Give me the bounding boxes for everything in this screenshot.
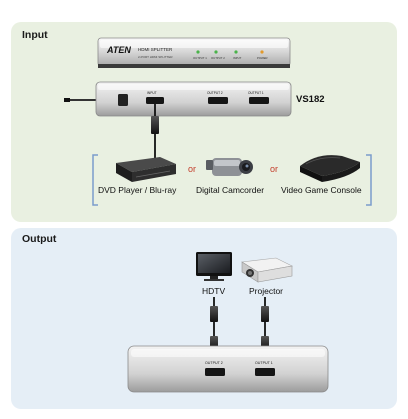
- hdmi-output1-port-icon: [249, 97, 269, 104]
- display-label-projector: Projector: [249, 286, 284, 296]
- input-cable: [151, 104, 159, 160]
- source-label-dvd: DVD Player / Blu-ray: [98, 185, 177, 195]
- led-label: OUTPUT 1: [193, 56, 207, 60]
- port-label: OUTPUT 2: [205, 361, 223, 365]
- led-output1-icon: [196, 50, 200, 54]
- led-output2-icon: [214, 50, 218, 54]
- source-label-console: Video Game Console: [281, 185, 362, 195]
- hdmi-input-port-icon: [146, 97, 164, 104]
- hdmi-plug-icon: [210, 306, 218, 322]
- source-bracket: [92, 154, 372, 206]
- or-label: or: [270, 164, 279, 174]
- device-subtitle: 2-PORT HDMI SPLITTER: [138, 55, 173, 59]
- model-label: VS182: [296, 94, 325, 105]
- led-label: OUTPUT 2: [211, 56, 225, 60]
- hdmi-plug-icon: [151, 116, 159, 134]
- hdmi-plug-icon: [261, 306, 269, 322]
- device-name: HDMI SPLITTER: [138, 47, 173, 52]
- hdtv-icon: [196, 252, 232, 281]
- led-input-icon: [234, 50, 238, 54]
- input-title: Input: [22, 29, 48, 41]
- port-label: OUTPUT 1: [248, 91, 264, 95]
- led-label: POWER: [257, 56, 268, 60]
- power-jack-icon: [118, 94, 128, 106]
- led-power-icon: [260, 50, 264, 54]
- dvd-player-icon: [116, 157, 176, 182]
- display-label-hdtv: HDTV: [202, 286, 226, 296]
- port-label: OUTPUT 1: [255, 361, 273, 365]
- splitter-rear: INPUT OUTPUT 2 OUTPUT 1: [64, 81, 292, 117]
- hdmi-output1-port-icon: [255, 368, 275, 376]
- port-label: INPUT: [147, 91, 157, 95]
- aten-logo: ATEN: [106, 45, 131, 55]
- source-label-camcorder: Digital Camcorder: [196, 185, 265, 195]
- camcorder-icon: [206, 158, 253, 176]
- port-label: OUTPUT 2: [207, 91, 223, 95]
- projector-icon: [241, 257, 293, 283]
- game-console-icon: [300, 155, 360, 182]
- splitter-front: ATEN HDMI SPLITTER 2-PORT HDMI SPLITTER …: [97, 37, 291, 68]
- led-label: INPUT: [233, 56, 242, 60]
- splitter-rear-output: OUTPUT 2 OUTPUT 1: [127, 345, 329, 393]
- hdmi-output2-port-icon: [208, 97, 228, 104]
- power-plug-icon: [64, 98, 70, 102]
- or-label: or: [188, 164, 197, 174]
- hdmi-output2-port-icon: [205, 368, 225, 376]
- output-title: Output: [22, 233, 57, 245]
